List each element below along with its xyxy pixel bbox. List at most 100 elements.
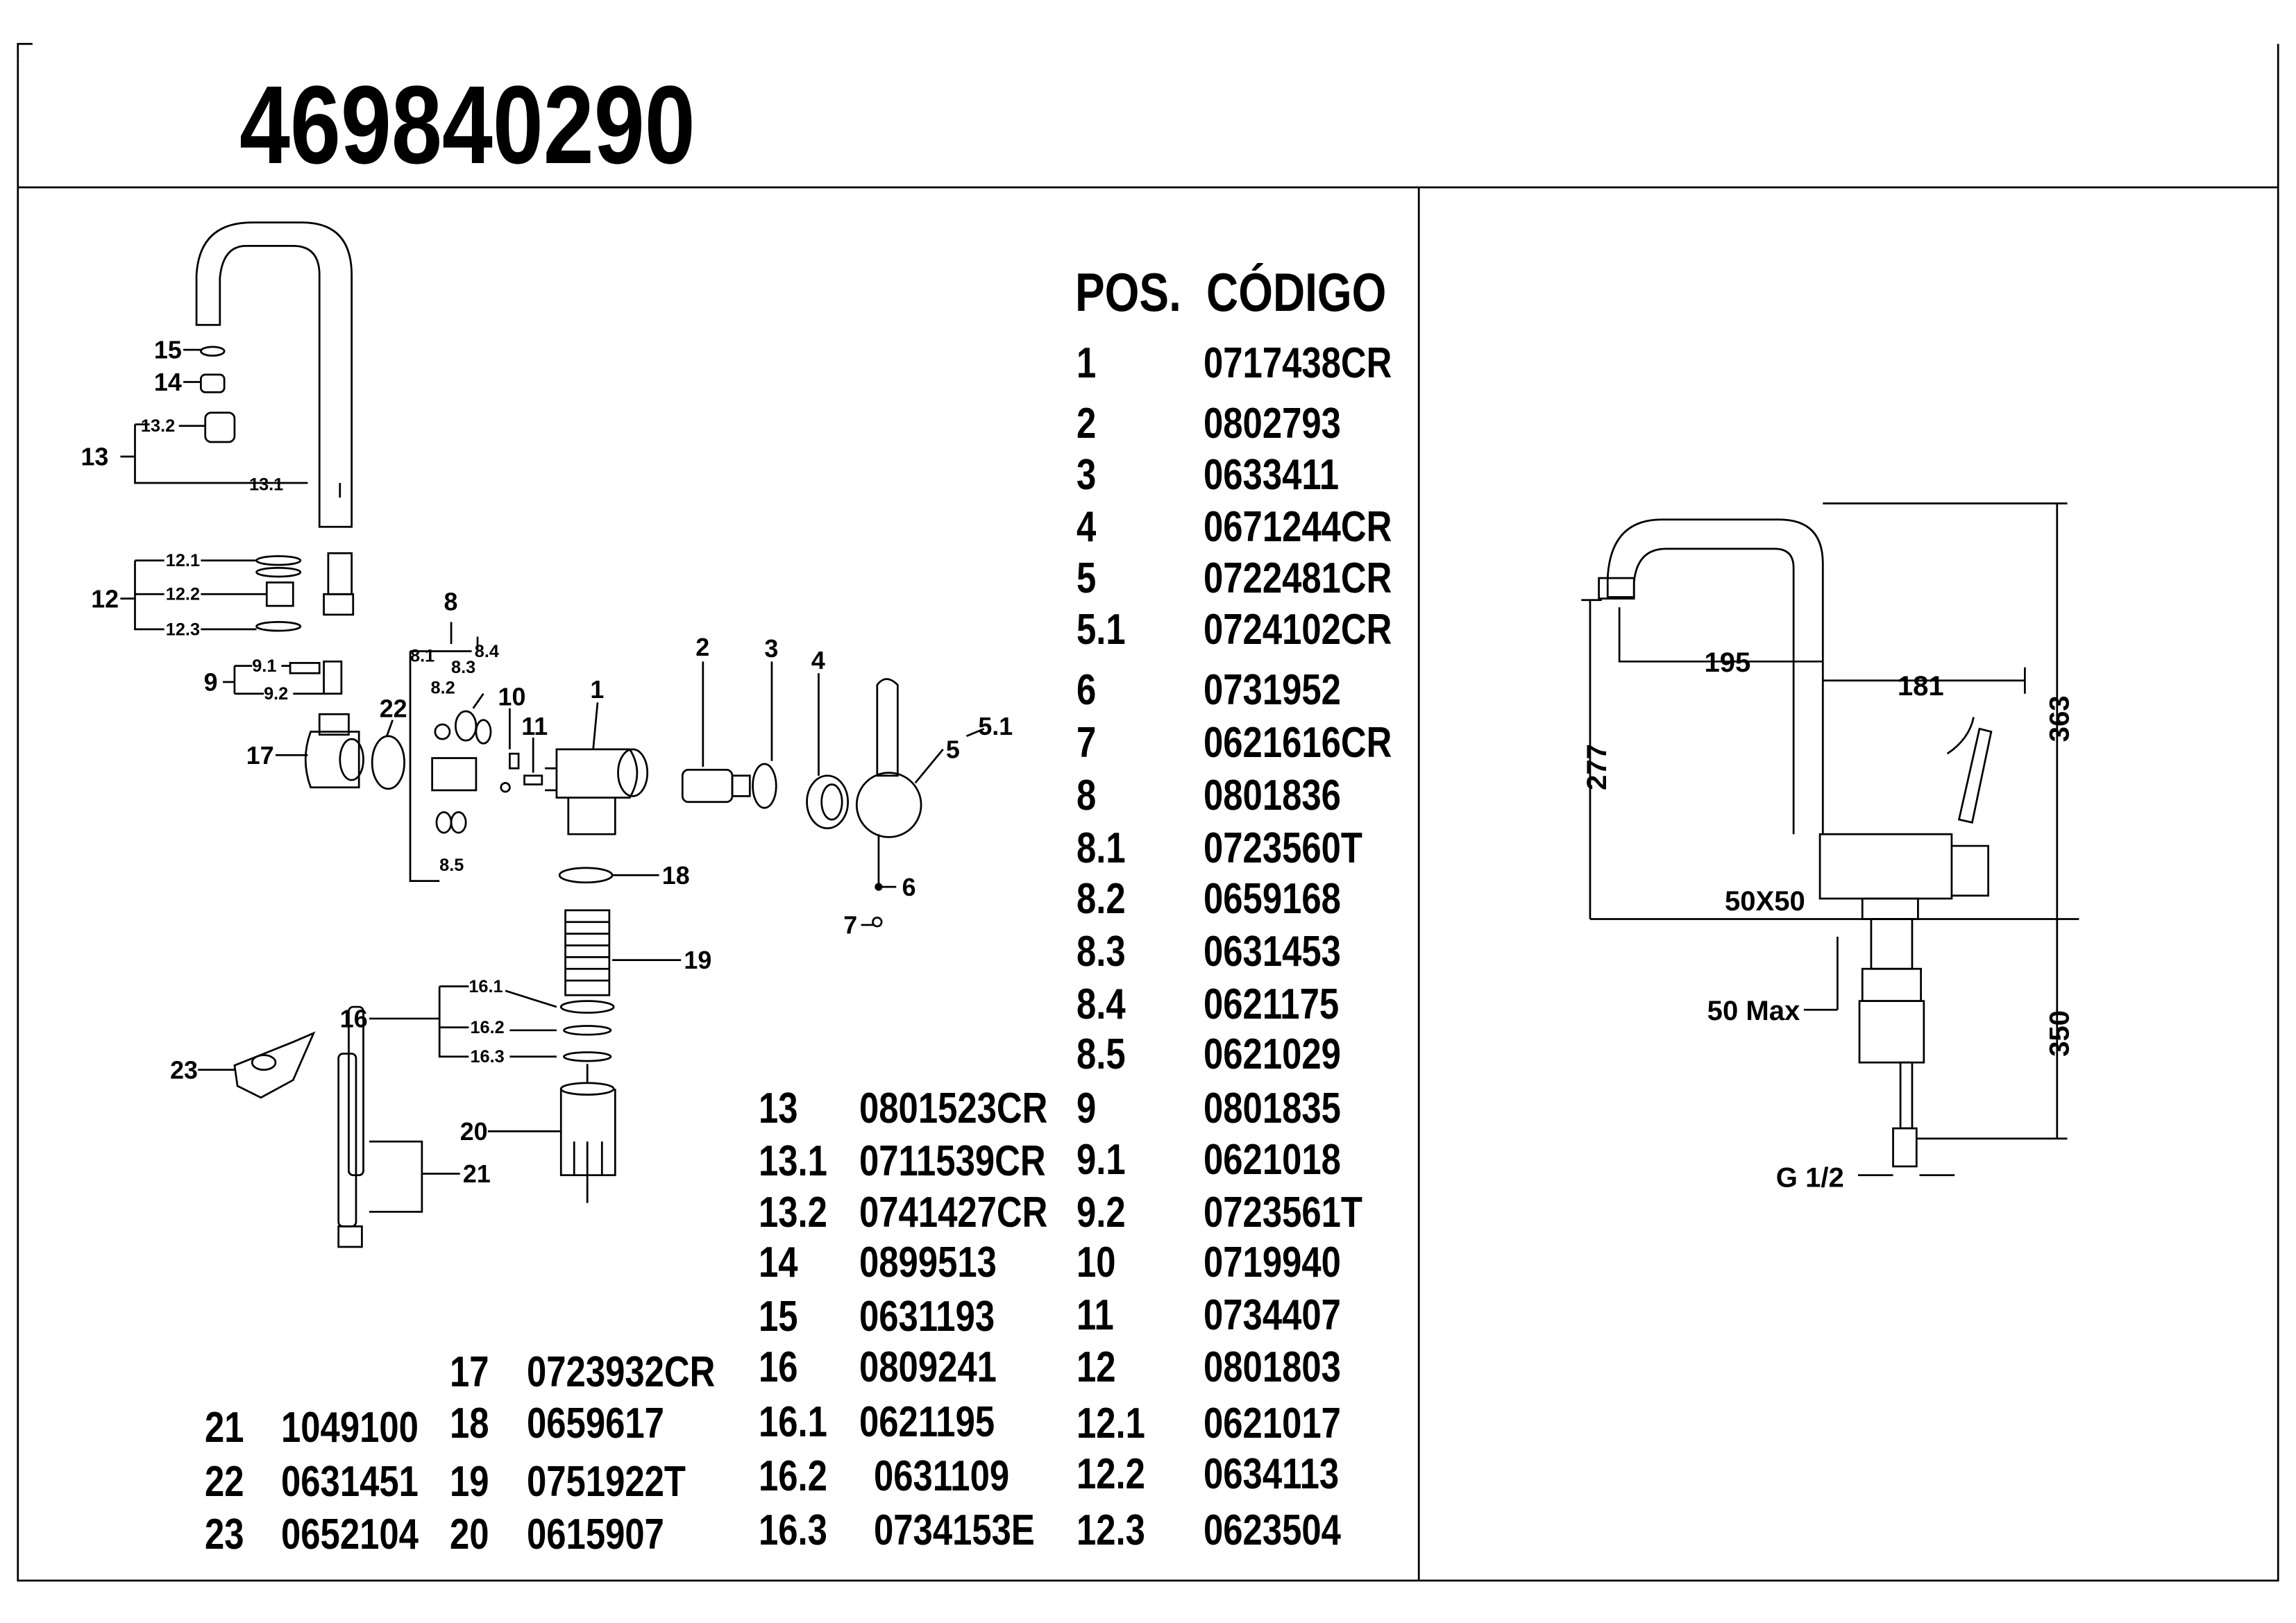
part-pos: 8.5 bbox=[1076, 1030, 1126, 1078]
part-code: 0659168 bbox=[1204, 875, 1342, 924]
callout: 17 bbox=[246, 742, 274, 770]
part-pos: 12 bbox=[1076, 1343, 1116, 1392]
part-pos: 16.1 bbox=[758, 1397, 827, 1446]
part-10-11 bbox=[500, 752, 543, 793]
part-pos: 8.1 bbox=[1076, 824, 1126, 872]
callout: 8.5 bbox=[439, 856, 464, 875]
part-pos: 13 bbox=[758, 1085, 798, 1133]
part-pos: 4 bbox=[1076, 503, 1096, 552]
part-pos: 9.1 bbox=[1076, 1135, 1126, 1184]
callout: 16.3 bbox=[470, 1047, 504, 1067]
callout: 21 bbox=[463, 1160, 491, 1188]
part-pos: 18 bbox=[449, 1399, 489, 1447]
spout-13-1 bbox=[195, 221, 353, 528]
part-code: 0621616CR bbox=[1204, 718, 1392, 767]
callout: 7 bbox=[843, 912, 857, 940]
part-pos: 5 bbox=[1076, 554, 1096, 603]
part-pos: 14 bbox=[758, 1238, 798, 1286]
part-code: 0801836 bbox=[1204, 771, 1342, 819]
part-code: 0801835 bbox=[1204, 1085, 1342, 1133]
part-code: 0621029 bbox=[1204, 1030, 1342, 1078]
callout: 18 bbox=[662, 862, 690, 890]
part-pos: 16.3 bbox=[758, 1506, 827, 1554]
part-code: 0741427CR bbox=[859, 1188, 1048, 1237]
callout-labels: 15 14 13.2 13 13.1 12.1 12 12.2 12.3 9.1… bbox=[81, 337, 1013, 1188]
dimension-labels: 195 181 277 363 50X50 50 Max 350 G 1/2 bbox=[1582, 647, 2075, 1193]
callout: 13 bbox=[81, 443, 108, 471]
dim-spout-height: 277 bbox=[1582, 744, 1612, 790]
header-code: CÓDIGO bbox=[1206, 262, 1387, 323]
part-code: 0621195 bbox=[859, 1397, 995, 1446]
part-code: 0724102CR bbox=[1204, 606, 1392, 654]
part-pos: 22 bbox=[205, 1458, 244, 1506]
part-pos: 20 bbox=[449, 1510, 489, 1558]
part-pos: 17 bbox=[449, 1348, 489, 1396]
dim-total-height: 363 bbox=[2045, 695, 2075, 742]
frame bbox=[17, 42, 2279, 1582]
part-pos: 12.3 bbox=[1076, 1506, 1145, 1554]
part-code: 1049100 bbox=[281, 1403, 419, 1452]
callout: 22 bbox=[380, 695, 407, 722]
part-pos: 16.2 bbox=[758, 1452, 827, 1500]
part-code: 0802793 bbox=[1204, 399, 1342, 448]
exploded-view bbox=[120, 221, 985, 1248]
callout: 1 bbox=[590, 676, 604, 704]
part-1-body bbox=[545, 748, 649, 835]
part-pos: 5.1 bbox=[1076, 606, 1126, 654]
part-code: 0717438CR bbox=[1204, 339, 1392, 388]
part-pos: 9 bbox=[1076, 1085, 1096, 1133]
callout: 8.4 bbox=[475, 642, 499, 661]
callout: 13.2 bbox=[141, 416, 175, 436]
part-20 bbox=[559, 1064, 616, 1203]
callout: 9.2 bbox=[264, 684, 288, 704]
part-pos: 2 bbox=[1076, 399, 1096, 448]
part-code: 0751922T bbox=[527, 1458, 686, 1506]
callout: 5.1 bbox=[978, 713, 1013, 740]
part-code: 0801803 bbox=[1204, 1343, 1342, 1392]
part-9 bbox=[289, 660, 343, 695]
callout: 9.1 bbox=[252, 656, 276, 676]
bracket-8 bbox=[409, 622, 479, 883]
side-body bbox=[1818, 833, 1953, 900]
part-23-key bbox=[233, 1031, 316, 1099]
callout: 20 bbox=[460, 1118, 488, 1146]
part-21-hoses bbox=[337, 1005, 364, 1248]
callout: 5 bbox=[946, 736, 960, 764]
faucet-side-view bbox=[1581, 502, 2079, 1176]
part-code: 0723932CR bbox=[527, 1348, 716, 1396]
part-19 bbox=[564, 909, 611, 996]
part-code: 0623504 bbox=[1204, 1506, 1342, 1554]
part-pos: 15 bbox=[758, 1292, 798, 1341]
part-code: 0652104 bbox=[281, 1510, 419, 1558]
callout: 2 bbox=[695, 634, 709, 661]
part-code: 0615907 bbox=[527, 1510, 665, 1558]
part-pos: 10 bbox=[1076, 1238, 1116, 1286]
part-pos: 21 bbox=[205, 1403, 244, 1452]
part-pos: 9.2 bbox=[1076, 1188, 1126, 1237]
part-code: 0631109 bbox=[874, 1452, 1010, 1500]
callout: 4 bbox=[811, 647, 825, 674]
callout: 10 bbox=[498, 683, 526, 711]
callout: 14 bbox=[154, 368, 182, 396]
part-pos: 12.2 bbox=[1076, 1450, 1145, 1499]
part-8 bbox=[431, 710, 492, 834]
part-pos: 16 bbox=[758, 1343, 798, 1392]
callout: 9 bbox=[204, 668, 218, 696]
callout: 8.2 bbox=[431, 679, 455, 698]
part-pos: 1 bbox=[1076, 339, 1096, 388]
dim-counter-max: 50 Max bbox=[1707, 996, 1800, 1026]
part-code: 0723560T bbox=[1204, 824, 1363, 872]
dim-spout-reach: 195 bbox=[1704, 647, 1750, 678]
part-code: 0631193 bbox=[859, 1292, 995, 1341]
callout: 19 bbox=[684, 946, 711, 974]
callout: 8 bbox=[444, 588, 458, 615]
part-pos: 8.3 bbox=[1076, 928, 1126, 976]
header-pos: POS. bbox=[1075, 262, 1181, 323]
corner-mark bbox=[17, 42, 33, 59]
part-code: 0734407 bbox=[1204, 1291, 1342, 1339]
part-code: 0621018 bbox=[1204, 1135, 1342, 1184]
part-pos: 8.2 bbox=[1076, 875, 1126, 924]
callout: 12.3 bbox=[166, 620, 200, 639]
part-6-7 bbox=[872, 834, 883, 928]
